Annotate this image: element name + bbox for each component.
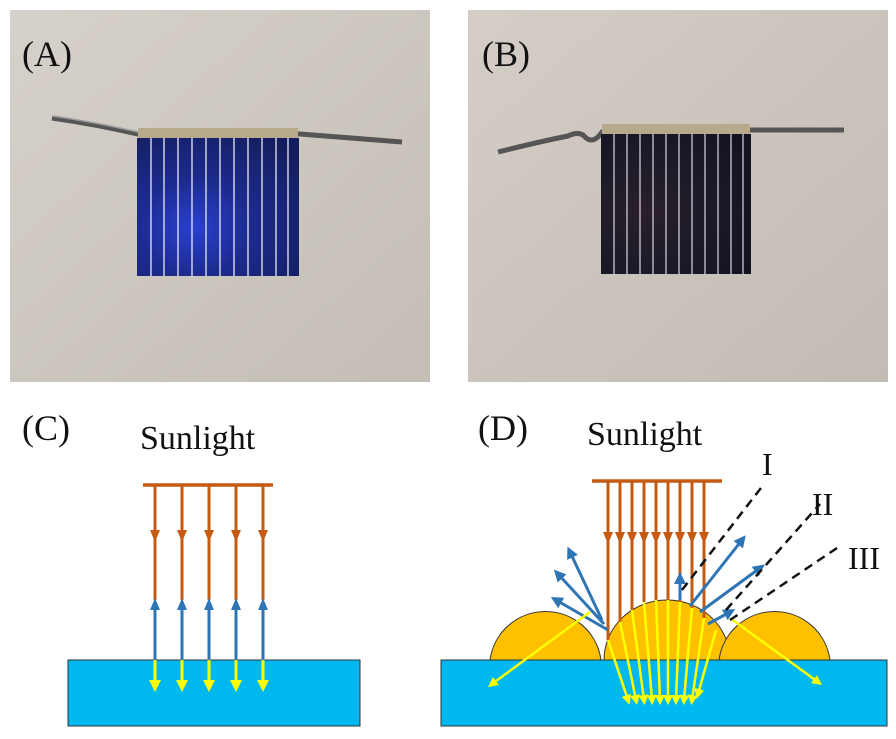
marker-i: I [762,446,773,482]
substrate-d [440,659,888,727]
transmitted-rays-d [606,599,718,705]
panel-b-label: (B) [482,34,530,74]
marker-ii: II [812,486,834,522]
photo-b-illustration [468,10,888,382]
side-transmitted-rays-d [487,610,823,687]
finger-lines-b [613,134,744,274]
reflected-arrowheads-c [150,598,268,610]
sunlight-label-c: Sunlight [140,420,256,457]
transmitted-rays-c [153,660,265,682]
incident-arrowheads-d [603,532,709,544]
photo-a-illustration [10,10,430,382]
photo-panel-a [10,10,430,382]
dome-right [718,610,831,661]
panel-c-schematic [67,483,361,727]
marker-leaders-d [681,483,841,622]
busbar [602,124,750,134]
busbar [138,128,298,138]
incident-arrowheads-c [150,530,268,542]
ribbon-wire [497,127,844,155]
dome-left [489,610,602,661]
panel-c-label: (C) [22,408,70,448]
sunlight-label-d: Sunlight [587,416,703,453]
ribbon-wire [51,115,403,145]
solar-cell-b [601,134,751,274]
reflected-rays-c [153,604,265,660]
marker-iii: III [848,540,880,576]
panel-d-label: (D) [478,408,528,448]
panel-d-schematic [440,479,888,727]
transmitted-arrowheads-c [149,680,269,692]
photo-panel-b [468,10,888,382]
panel-a-label: (A) [22,34,72,74]
substrate-c [67,659,361,727]
finger-lines-a [150,138,289,276]
incident-rays-c [153,485,265,600]
reflected-rays-d [550,535,765,632]
